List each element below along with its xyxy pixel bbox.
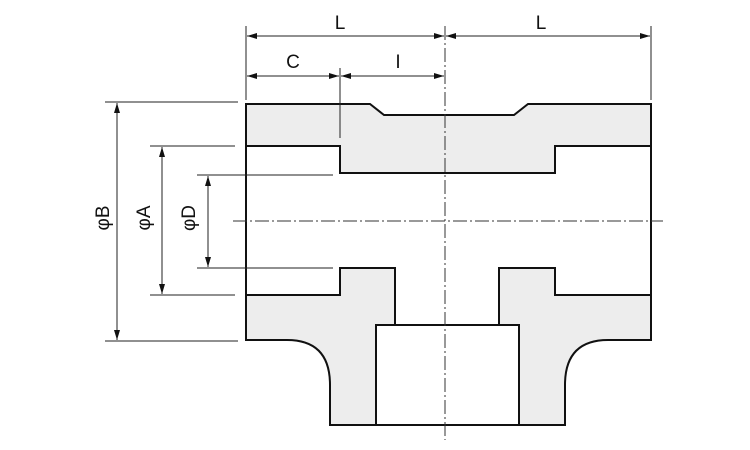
fitting-bore (245, 145, 652, 426)
label-L-right: L (536, 13, 547, 34)
label-C: C (286, 52, 300, 73)
label-L-left: L (335, 13, 346, 34)
label-I: I (395, 52, 400, 73)
label-phiD: φD (179, 205, 200, 231)
label-phiB: φB (93, 206, 114, 231)
label-phiA: φA (134, 205, 155, 230)
